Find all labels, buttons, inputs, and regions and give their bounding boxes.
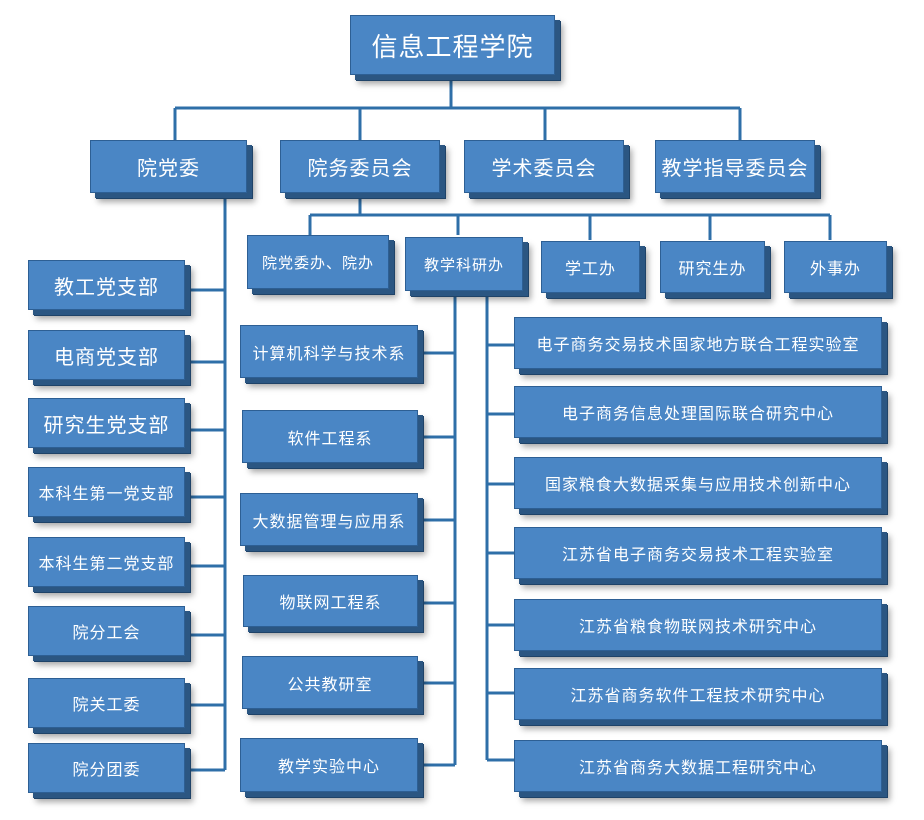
node-public-teaching-room: 公共教研室 <box>242 656 418 709</box>
node-youth-league: 院分团委 <box>28 743 185 793</box>
node-undergrad-party-branch-2: 本科生第二党支部 <box>28 537 185 587</box>
node-care-committee: 院关工委 <box>28 678 185 728</box>
node-ecommerce-party-branch: 电商党支部 <box>28 330 185 380</box>
node-research-center-3: 国家粮食大数据采集与应用技术创新中心 <box>514 457 882 509</box>
node-research-center-6: 江苏省商务软件工程技术研究中心 <box>514 668 882 720</box>
node-foreign-affairs-office: 外事办 <box>784 241 887 293</box>
node-experiment-center: 教学实验中心 <box>240 738 418 792</box>
node-teaching-guidance-committee: 教学指导委员会 <box>655 140 815 193</box>
node-party-dean-office: 院党委办、院办 <box>247 235 389 289</box>
node-undergrad-party-branch-1: 本科生第一党支部 <box>28 467 185 517</box>
root-node: 信息工程学院 <box>350 15 555 75</box>
node-cs-department: 计算机科学与技术系 <box>240 325 418 378</box>
node-iot-department: 物联网工程系 <box>243 575 418 627</box>
node-academic-committee: 学术委员会 <box>464 140 624 193</box>
node-research-center-7: 江苏省商务大数据工程研究中心 <box>514 740 882 792</box>
node-software-department: 软件工程系 <box>242 410 418 463</box>
node-party-committee: 院党委 <box>90 140 247 193</box>
node-graduate-office: 研究生办 <box>660 241 765 293</box>
node-faculty-party-branch: 教工党支部 <box>28 260 185 310</box>
node-student-affairs-office: 学工办 <box>541 241 640 293</box>
node-research-center-2: 电子商务信息处理国际联合研究中心 <box>514 386 882 438</box>
node-research-center-5: 江苏省粮食物联网技术研究中心 <box>514 599 882 651</box>
node-bigdata-department: 大数据管理与应用系 <box>240 493 418 546</box>
node-teaching-research-office: 教学科研办 <box>405 237 523 291</box>
node-research-center-4: 江苏省电子商务交易技术工程实验室 <box>514 527 882 579</box>
node-research-center-1: 电子商务交易技术国家地方联合工程实验室 <box>514 317 882 369</box>
node-college-council: 院务委员会 <box>280 140 440 193</box>
node-graduate-party-branch: 研究生党支部 <box>28 398 185 448</box>
node-trade-union: 院分工会 <box>28 606 185 656</box>
